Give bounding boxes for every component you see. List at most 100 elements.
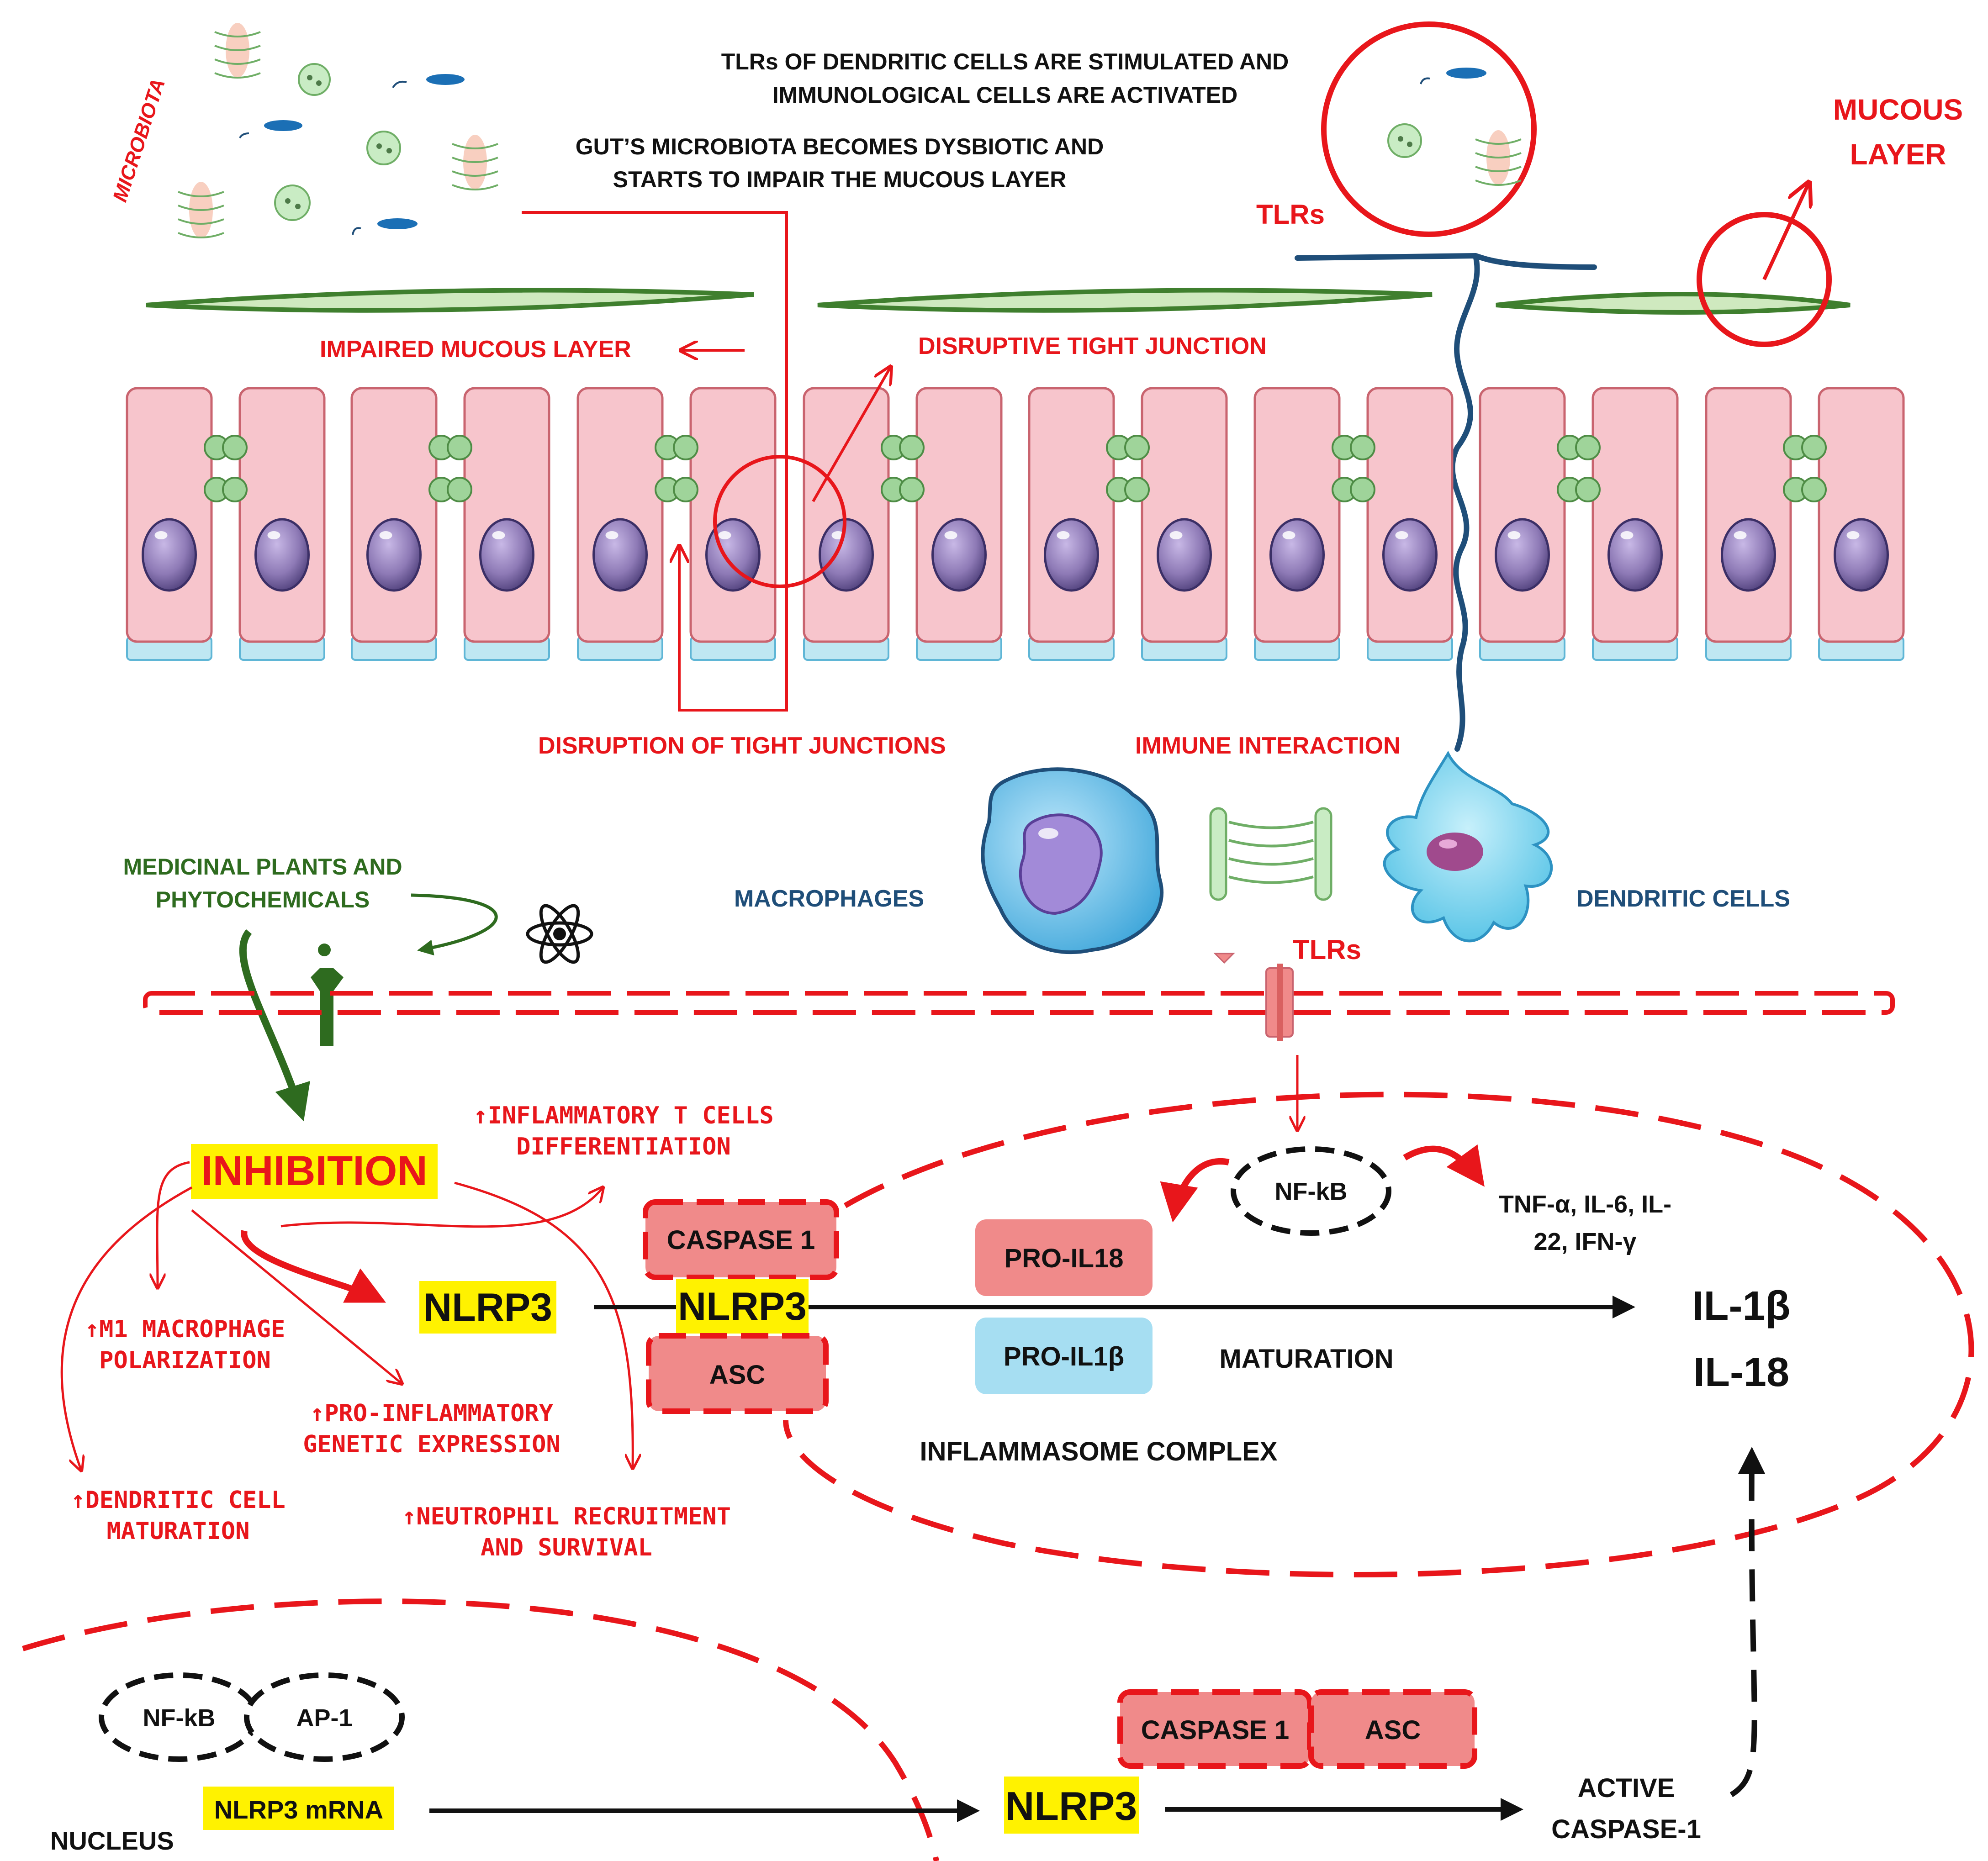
active-caspase-line1: ACTIVE: [1578, 1773, 1675, 1803]
epithelial-cell: [1818, 387, 1905, 661]
arrow-to-dendritic-maturation: [60, 1186, 193, 1471]
nucleus-icon: [142, 518, 197, 592]
inflammasome-complex-label: INFLAMMASOME COMPLEX: [920, 1437, 1278, 1466]
medicinal-plants-line1: MEDICINAL PLANTS AND: [123, 854, 402, 880]
tlrs-stimulated-line1: TLRs OF DENDRITIC CELLS ARE STIMULATED A…: [721, 49, 1289, 74]
asc-complex-label: ASC: [709, 1360, 765, 1390]
epithelial-cell: [803, 387, 890, 661]
pro-il18-box: [975, 1219, 1153, 1296]
nfkb-cytoplasm-node: [1231, 1146, 1391, 1236]
nlrp3-target-highlight: [419, 1281, 556, 1334]
nucleus-highlight: [1507, 531, 1521, 539]
arrow-to-m1: [157, 1161, 190, 1288]
epithelial-cell: [1141, 387, 1228, 661]
asc-complex-box: [646, 1333, 829, 1414]
tight-junction-protein: [1801, 477, 1827, 502]
nucleus-icon: [1157, 518, 1212, 592]
spiral-bacterium-icon: [1475, 130, 1522, 186]
cell-body: [1705, 387, 1792, 643]
epithelial-cell-layer: [126, 387, 1905, 661]
cell-body: [1366, 387, 1454, 643]
arrow-to-proinflammatory: [191, 1209, 402, 1384]
nucleus-icon: [592, 518, 648, 592]
nlrp3-mrna-highlight: [203, 1787, 394, 1830]
caspase1-complex-label: CASPASE 1: [667, 1225, 815, 1255]
pro-il1b-label: PRO-IL1β: [1004, 1342, 1124, 1371]
neutrophil-line1: ↑NEUTROPHIL RECRUITMENT: [402, 1503, 731, 1530]
spiral-bacterium-icon: [178, 182, 224, 238]
asc-bottom-label: ASC: [1365, 1715, 1421, 1745]
tight-junction-protein: [1350, 435, 1375, 460]
pro-il18-label: PRO-IL18: [1004, 1244, 1123, 1273]
nfkb-to-cytokines-arrow: [1403, 1144, 1485, 1187]
epithelial-cell: [126, 387, 213, 661]
nlrp3-bottom-highlight: [1004, 1777, 1139, 1834]
cell-body: [463, 387, 550, 643]
nucleus-icon: [366, 518, 422, 592]
nfkb-to-pro-il18-arrow: [1160, 1158, 1230, 1223]
nucleus-highlight: [379, 531, 392, 539]
tight-junction-protein: [222, 435, 248, 460]
inhibition-label: INHIBITION: [201, 1148, 428, 1194]
il18-label: IL-18: [1693, 1350, 1789, 1395]
nucleus-highlight: [1057, 531, 1070, 539]
cytokines-line2: 22, IFN-γ: [1533, 1228, 1636, 1255]
proinflammatory-line2: GENETIC EXPRESSION: [303, 1431, 560, 1458]
microbe-zoom-circle: [1321, 21, 1537, 237]
bacillus-icon: [392, 74, 465, 89]
nucleus-highlight: [154, 531, 168, 539]
tight-junction-protein: [1575, 477, 1601, 502]
epithelial-cell: [689, 387, 777, 661]
dendritic-cell-icon: [1383, 750, 1553, 943]
microbiota-label: MICROBIOTA: [109, 76, 169, 205]
epithelial-cell: [463, 387, 550, 661]
phytochemical-arrow: [411, 893, 498, 956]
tlr-receptor-strand: [1295, 253, 1597, 752]
nlrp3-complex-highlight: [676, 1279, 809, 1334]
spiral-bacterium-icon: [214, 23, 261, 79]
atom-icon: [526, 904, 593, 964]
nucleus-label: NUCLEUS: [50, 1826, 174, 1855]
dendritic-maturation-line1: ↑DENDRITIC CELL: [71, 1487, 286, 1514]
coccus-icon: [366, 131, 401, 165]
mucous-layer-line1: MUCOUS: [1833, 93, 1963, 126]
cell-body: [803, 387, 890, 643]
m1-line1: ↑M1 MACROPHAGE: [85, 1316, 285, 1343]
inhibition-highlight: [191, 1144, 438, 1199]
nucleus-icon: [1721, 518, 1776, 592]
nucleus-icon: [1269, 518, 1325, 592]
coccus-icon: [274, 185, 311, 221]
inflammasome-boundary: [783, 1091, 1974, 1578]
inhibition-arrow: [239, 929, 310, 1122]
nucleus-highlight: [718, 531, 731, 539]
cell-body: [915, 387, 1003, 643]
nucleus-icon: [819, 518, 874, 592]
nucleus-icon: [1044, 518, 1099, 592]
nucleus-highlight: [267, 531, 280, 539]
nucleus-boundary: [22, 1598, 939, 1861]
arrow-to-nlrp3: [241, 1230, 386, 1303]
asc-bottom-box: [1308, 1689, 1477, 1769]
bacillus-icon: [239, 120, 302, 139]
triangle-icon: [1213, 953, 1235, 964]
epithelial-cell: [576, 387, 664, 661]
cell-membrane: [143, 953, 1895, 1041]
cell-body: [576, 387, 664, 643]
tight-junction-protein: [673, 435, 698, 460]
dendritic-maturation-line2: MATURATION: [106, 1518, 249, 1545]
maturation-label: MATURATION: [1219, 1344, 1393, 1374]
cell-body: [1028, 387, 1115, 643]
nfkb-nucleus-label: NF-kB: [143, 1704, 216, 1732]
tlrs-stimulated-line2: IMMUNOLOGICAL CELLS ARE ACTIVATED: [772, 82, 1237, 108]
disruption-tight-junctions-label: DISRUPTION OF TIGHT JUNCTIONS: [538, 733, 946, 759]
active-caspase-line2: CASPASE-1: [1551, 1814, 1701, 1844]
tight-junction-protein: [222, 477, 248, 502]
mucous-layer: [146, 288, 1851, 315]
proinflammatory-line1: ↑PRO-INFLAMMATORY: [310, 1400, 554, 1427]
nk-cell-icon: [1209, 807, 1332, 901]
cell-body: [1591, 387, 1679, 643]
dysbiotic-line1: GUT’S MICROBIOTA BECOMES DYSBIOTIC AND: [576, 134, 1104, 159]
cell-body: [689, 387, 777, 643]
cytokines-line1: TNF-α, IL-6, IL-: [1499, 1191, 1671, 1218]
